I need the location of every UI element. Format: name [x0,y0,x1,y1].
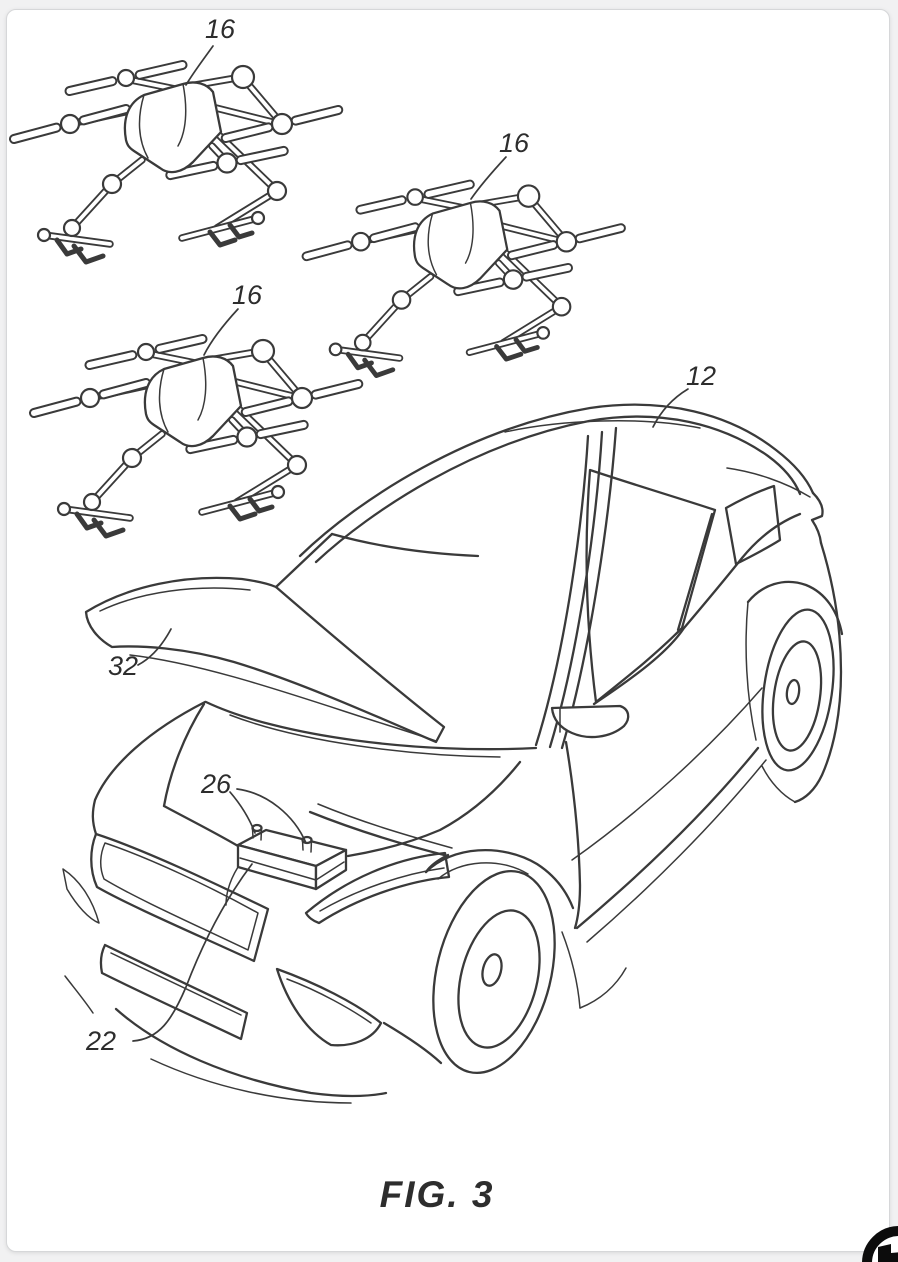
rear-wheel-arch [746,580,844,636]
front-chin-spoiler [114,1007,388,1098]
hood-prop-edge [274,532,334,589]
front-wheel [432,869,556,1075]
rear-wheel [745,580,844,772]
leader-26-right-terminal [236,788,307,844]
ref-label-16-c: 16 [232,280,263,310]
rocker-line-2 [586,759,767,943]
roof-rail [504,420,701,433]
lower-grille [99,943,249,1041]
battery-box [236,823,348,891]
engine-bay-left-edge [162,702,206,808]
leader-12 [652,388,689,428]
rear-bumper-bottom [761,765,796,803]
partial-circle-logo-icon [862,1226,898,1262]
leader-26-left-terminal [229,791,256,834]
fog-lamp-opening [275,967,383,1047]
leader-32 [137,628,172,666]
rear-spoiler [810,491,824,545]
leader-16-top-left [185,45,214,86]
windshield-right-edge [534,434,590,747]
left-headlight-sliver [62,868,100,924]
front-wheel-arch [424,849,575,910]
reference-labels: 16 16 16 12 32 26 22 [85,14,716,1056]
belt-line [592,512,802,706]
door-crease [571,687,763,861]
open-hood-panel [84,532,480,744]
mud-flap [561,931,581,1009]
wiper-cowl-line [229,714,501,758]
upper-grille [90,832,270,963]
engine-bay-front-edge [162,804,240,848]
ref-label-32: 32 [108,651,138,681]
a-pillar-inner [548,430,604,749]
roof-inner-line [314,415,802,564]
drone-lower-left [29,334,363,536]
b-pillar [676,512,714,632]
drone-upper-right [302,180,626,376]
roof-outer-line [298,403,815,558]
ref-label-26: 26 [200,769,232,799]
ref-label-16-a: 16 [205,14,236,44]
leader-22 [132,863,253,1042]
ref-label-22: 22 [85,1026,116,1056]
leader-16-lower-left [203,308,239,356]
headlight [304,851,451,925]
leader-lines [132,45,689,1042]
rear-quarter-window [724,484,782,566]
fender-top-crease [308,810,450,858]
rocker-line [575,746,760,930]
leader-16-upper-right [470,156,507,200]
bumper-corner [382,1021,443,1065]
spoiler-underside [726,467,811,498]
side-mirror [550,704,630,739]
engine-bay-right-edge [346,760,522,858]
rear-hatch-edge [793,541,843,804]
front-left-body-edge [91,700,207,836]
door-seam [564,740,582,930]
left-foglight-sliver [64,975,94,1014]
hood-rear-edge [330,532,480,558]
front-door-window [585,468,717,704]
ref-label-12: 12 [686,361,716,391]
vehicle-illustration [62,403,844,1104]
drone-top-left [9,60,343,262]
figure-caption: FIG. 3 [380,1174,495,1215]
a-pillar-outer [560,426,618,750]
cowl-line [204,700,538,751]
ref-label-16-b: 16 [499,128,530,158]
